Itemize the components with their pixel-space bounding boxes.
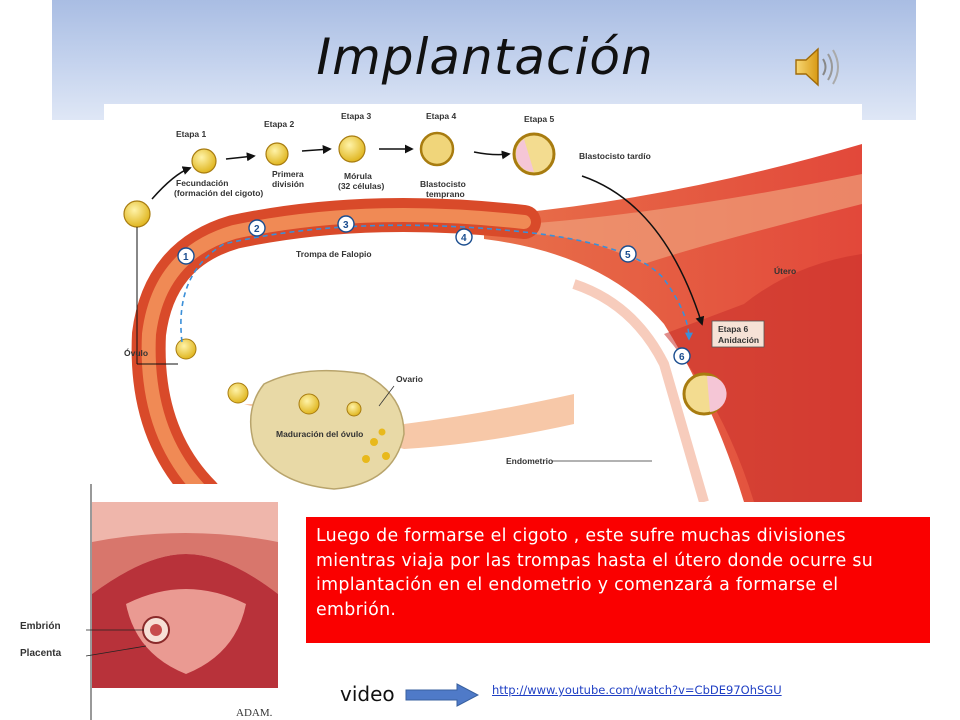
label-etapa-5: Etapa 5	[524, 114, 555, 124]
fertilization-diagram: 1 2 3 4 5 6 Etapa 1 Fecundación (formaci…	[104, 104, 862, 502]
svg-text:3: 3	[343, 220, 349, 231]
svg-text:5: 5	[625, 250, 631, 261]
inset-label-embrion-outer: Embrión	[20, 621, 61, 632]
label-endometrio: Endometrio	[506, 456, 553, 466]
label-etapa-2: Etapa 2	[264, 119, 295, 129]
implantation-inset-illustration: Embrión Placenta ADAM.	[86, 484, 296, 720]
label-etapa-4: Etapa 4	[426, 111, 457, 121]
step-marker-2: 2	[248, 219, 266, 237]
svg-text:1: 1	[183, 252, 189, 263]
label-morula: Mórula	[344, 171, 372, 181]
label-fecundacion-sub: (formación del cigoto)	[174, 188, 263, 198]
label-blastocisto-tardio: Blastocisto tardío	[579, 151, 651, 161]
label-ovulo: Óvulo	[124, 347, 148, 358]
step-marker-1: 1	[177, 247, 195, 265]
label-maduracion: Maduración del óvulo	[276, 429, 363, 439]
svg-text:2: 2	[254, 224, 260, 235]
svg-text:4: 4	[461, 233, 467, 244]
step-marker-4: 4	[455, 228, 473, 246]
label-trompa: Trompa de Falopio	[296, 249, 372, 259]
label-fecundacion: Fecundación	[176, 178, 228, 188]
label-anidacion: Anidación	[718, 335, 759, 345]
svg-text:6: 6	[679, 352, 685, 363]
label-primera: Primera	[272, 169, 304, 179]
label-utero: Útero	[774, 265, 796, 276]
label-morula-sub: (32 células)	[338, 181, 384, 191]
label-etapa-1: Etapa 1	[176, 129, 207, 139]
step-marker-5: 5	[619, 245, 637, 263]
label-ovario: Ovario	[396, 374, 423, 384]
right-arrow-icon	[405, 683, 479, 707]
label-temprano: temprano	[426, 189, 465, 199]
adam-logo: ADAM.	[236, 707, 273, 719]
description-text-box: Luego de formarse el cigoto , este sufre…	[306, 517, 930, 643]
inset-label-placenta-outer: Placenta	[20, 648, 62, 659]
youtube-link[interactable]: http://www.youtube.com/watch?v=CbDE97OhS…	[492, 683, 782, 697]
step-marker-6: 6	[673, 347, 691, 365]
step-marker-3: 3	[337, 215, 355, 233]
slide-title: Implantación	[316, 28, 654, 86]
video-label: video	[340, 682, 395, 706]
label-etapa-3: Etapa 3	[341, 111, 372, 121]
label-blastocisto: Blastocisto	[420, 179, 466, 189]
title-band	[52, 0, 916, 120]
label-division: división	[272, 179, 304, 189]
label-etapa-6: Etapa 6	[718, 324, 749, 334]
speaker-icon[interactable]	[793, 44, 845, 90]
